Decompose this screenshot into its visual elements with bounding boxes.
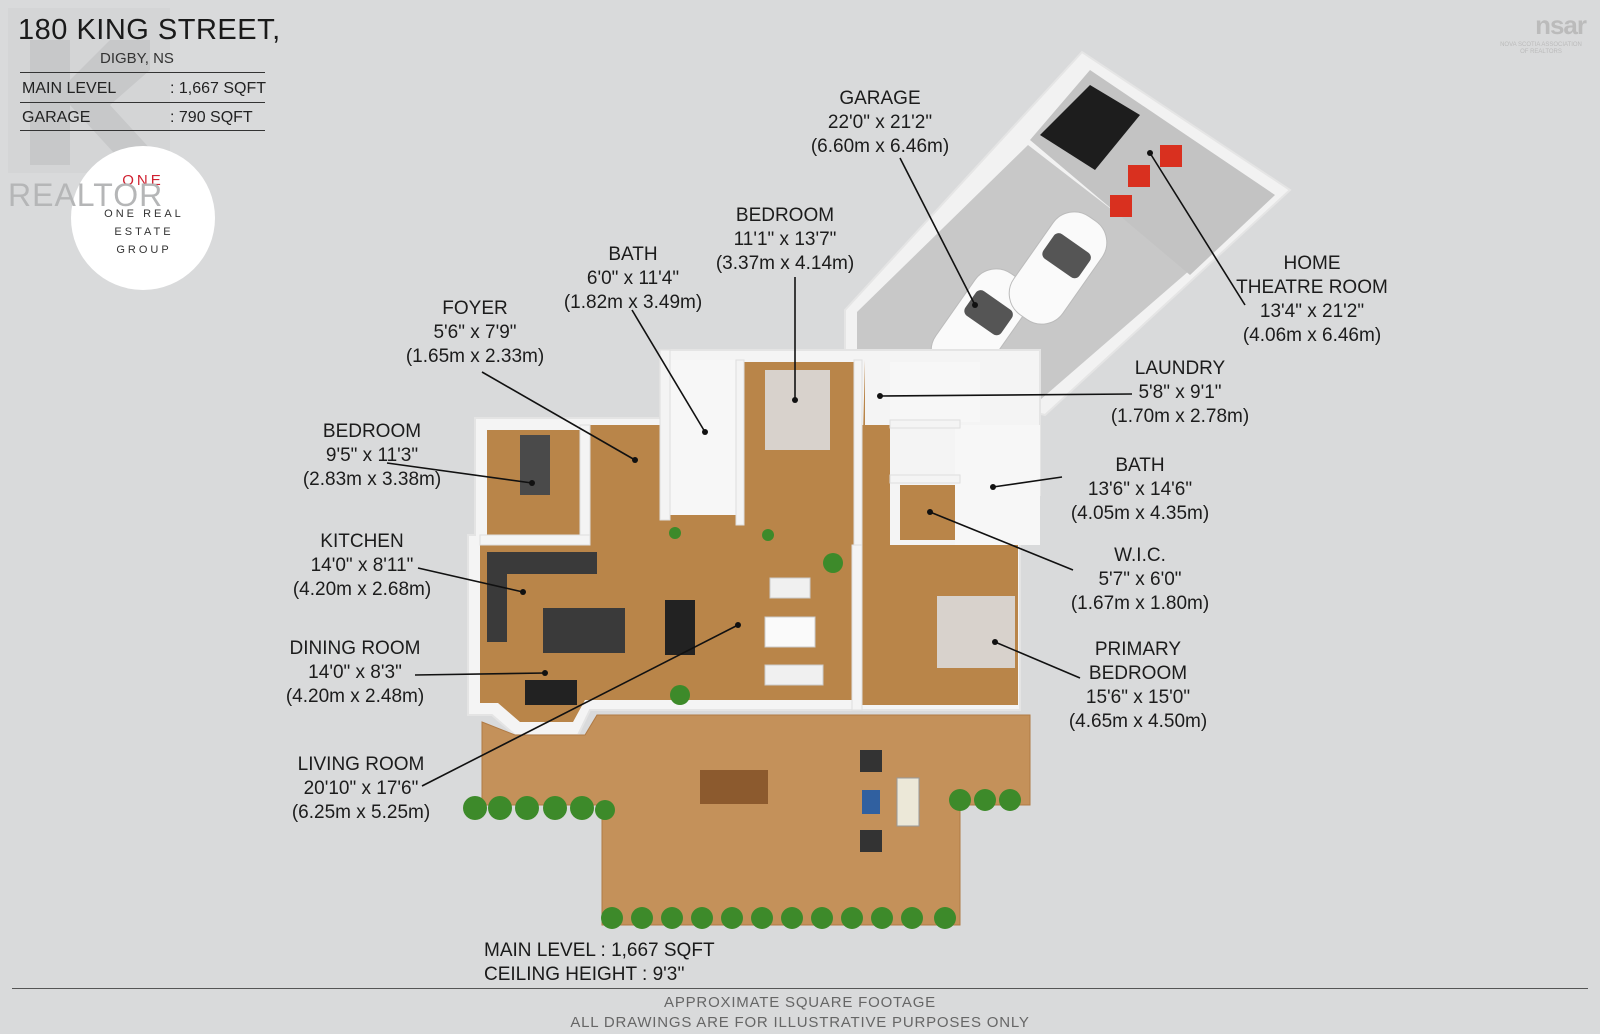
theatre-chair	[1160, 145, 1182, 167]
coffee-table	[764, 616, 816, 648]
nsar-logo-subtitle: NOVA SCOTIA ASSOCIATION OF REALTORS	[1500, 42, 1582, 55]
disclaimer-line-2: ALL DRAWINGS ARE FOR ILLUSTRATIVE PURPOS…	[570, 1014, 1030, 1031]
footer-main-level: MAIN LEVEL : 1,667 SQFT	[484, 940, 715, 961]
planters	[463, 527, 1021, 929]
theatre-chair	[1110, 195, 1132, 217]
theatre-rug	[1040, 85, 1140, 170]
theatre-chair	[1128, 165, 1150, 187]
deck-table	[700, 770, 768, 804]
dining-table	[665, 600, 695, 655]
laundry-floor	[890, 362, 980, 422]
footer-ceiling-height: CEILING HEIGHT : 9'3''	[484, 964, 685, 985]
deck-chair	[860, 830, 882, 852]
header-divider	[20, 130, 265, 131]
bed	[520, 435, 550, 495]
bath1-floor	[668, 360, 736, 515]
one-real-estate-logo: ONE	[71, 146, 215, 290]
deck-ottoman	[862, 790, 880, 814]
svg-text:ONE: ONE	[122, 172, 164, 189]
leader-lines	[386, 152, 1246, 787]
property-address: 180 KING STREET,	[18, 14, 281, 46]
sofa	[764, 664, 824, 686]
kitchen-counter	[487, 552, 597, 574]
sofa	[769, 577, 811, 599]
nsar-logo: nsar	[1535, 10, 1587, 40]
deck	[481, 714, 1031, 926]
realtor-wordmark: REALTOR	[8, 177, 164, 213]
leader-dots	[520, 150, 1153, 676]
garage-value: : 790 SQFT	[170, 109, 253, 126]
bath2-floor	[955, 425, 1040, 545]
room-label-wic: W.I.C.5'7" x 6'0"(1.67m x 1.80m)	[1070, 545, 1210, 614]
garage-label: GARAGE	[22, 109, 91, 126]
main-level-value: : 1,667 SQFT	[170, 80, 267, 97]
bed	[765, 370, 830, 450]
disclaimer-line-1: APPROXIMATE SQUARE FOOTAGE	[664, 994, 936, 1011]
kitchen-counter	[487, 552, 507, 642]
header-divider	[20, 72, 265, 73]
one-real-estate-text: ONE REAL ESTATE GROUP	[104, 208, 184, 256]
deck-sofa	[896, 777, 920, 827]
main-level-label: MAIN LEVEL	[22, 80, 117, 97]
footer-divider	[12, 988, 1588, 989]
deck-chair	[860, 750, 882, 772]
header-divider	[20, 102, 265, 103]
property-city: DIGBY, NS	[100, 50, 174, 67]
interior-walls	[479, 349, 961, 711]
kitchen-island	[543, 608, 625, 653]
car-2	[1008, 211, 1108, 325]
dining-table	[525, 680, 577, 705]
bed	[937, 596, 1015, 668]
